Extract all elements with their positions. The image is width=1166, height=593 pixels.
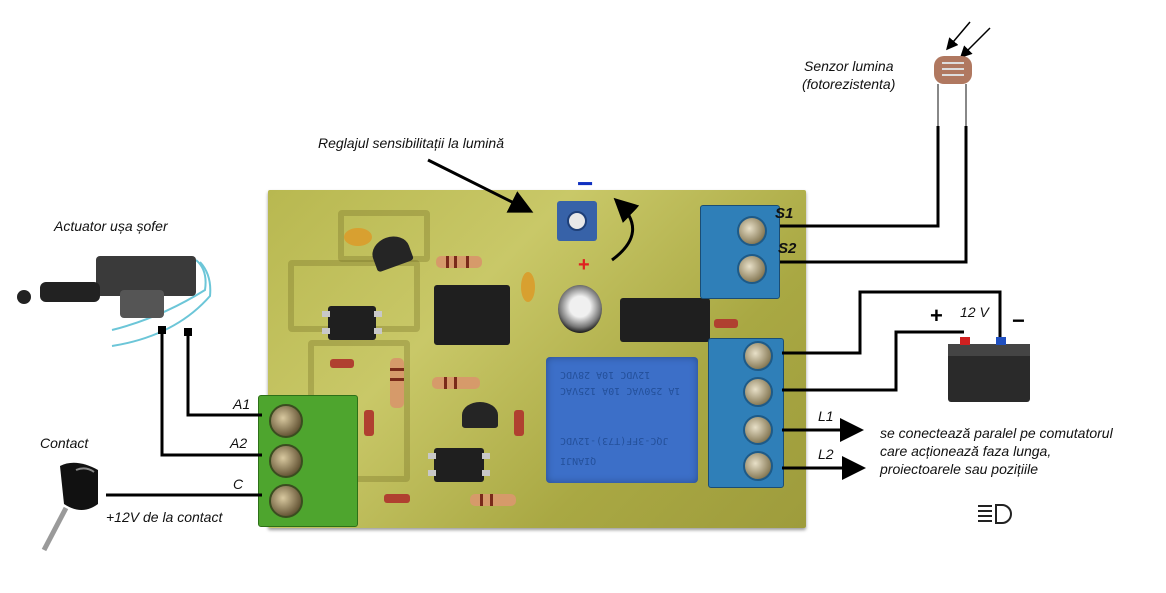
terminal-label-a1: A1 bbox=[233, 396, 251, 412]
car-key-icon bbox=[41, 462, 98, 552]
battery-wires bbox=[782, 290, 1002, 392]
battery-voltage-label: 12 V bbox=[960, 304, 989, 320]
sensitivity-adjust-label: Reglajul sensibilitații la lumină bbox=[318, 135, 504, 151]
resistor bbox=[436, 256, 482, 268]
rotation-arrow-icon bbox=[611, 197, 640, 262]
terminal-block-sensor bbox=[700, 205, 780, 299]
terminal-label-c: C bbox=[233, 476, 244, 492]
diode bbox=[714, 319, 738, 328]
light-sensor-sublabel: (fotorezistenta) bbox=[802, 76, 896, 92]
sensitivity-potentiometer[interactable] bbox=[557, 201, 597, 241]
ceramic-capacitor bbox=[521, 272, 535, 302]
diode bbox=[330, 359, 354, 368]
electrolytic-capacitor bbox=[558, 285, 602, 333]
voltage-regulator bbox=[620, 298, 710, 342]
high-beam-headlight-icon bbox=[978, 504, 1012, 524]
terminal-screw-s1[interactable] bbox=[737, 216, 767, 246]
sensor-wires bbox=[780, 126, 968, 264]
terminal-label-s2: S2 bbox=[778, 240, 797, 257]
optocoupler bbox=[322, 306, 382, 340]
relay: QIANJI JQC-3FF(T73)-12VDC 1A 250VAC 10A … bbox=[546, 357, 698, 483]
resistor bbox=[432, 377, 480, 389]
terminal-screw-a1[interactable] bbox=[269, 404, 303, 438]
diode bbox=[364, 410, 374, 436]
transistor bbox=[462, 402, 498, 428]
terminal-block-input bbox=[258, 395, 358, 527]
door-lock-actuator-icon bbox=[17, 256, 212, 347]
diode bbox=[514, 410, 524, 436]
pot-minus-sign: − bbox=[577, 168, 594, 199]
terminal-screw-c[interactable] bbox=[269, 484, 303, 518]
battery-plus-sign: + bbox=[930, 303, 943, 328]
terminal-screw-power-neg[interactable] bbox=[743, 341, 773, 371]
ceramic-capacitor bbox=[344, 228, 372, 246]
diode bbox=[384, 494, 410, 503]
input-wires bbox=[106, 330, 262, 497]
terminal-label-l2: L2 bbox=[818, 446, 834, 462]
potentiometer-knob[interactable] bbox=[567, 211, 587, 231]
terminal-block-output bbox=[708, 338, 784, 488]
photoresistor-icon bbox=[934, 21, 991, 126]
terminal-screw-power-pos[interactable] bbox=[743, 377, 773, 407]
pot-plus-sign: + bbox=[578, 254, 590, 276]
actuator-label: Actuator ușa șofer bbox=[54, 218, 168, 234]
resistor bbox=[390, 358, 404, 408]
sensitivity-pointer-arrow bbox=[427, 158, 534, 213]
battery-minus-sign: − bbox=[1012, 308, 1025, 333]
optocoupler bbox=[428, 448, 490, 482]
terminal-screw-l1[interactable] bbox=[743, 415, 773, 445]
terminal-label-l1: L1 bbox=[818, 408, 834, 424]
light-sensor-label: Senzor lumina bbox=[804, 58, 894, 74]
terminal-screw-l2[interactable] bbox=[743, 451, 773, 481]
output-note-line3: proiectoarele sau pozițiile bbox=[880, 461, 1038, 477]
car-battery-icon bbox=[948, 337, 1030, 402]
ic-dip8 bbox=[434, 285, 510, 345]
contact-label: Contact bbox=[40, 435, 89, 451]
terminal-screw-s2[interactable] bbox=[737, 254, 767, 284]
terminal-label-s1: S1 bbox=[775, 205, 794, 222]
terminal-screw-a2[interactable] bbox=[269, 444, 303, 478]
output-note-line2: care acționează faza lunga, bbox=[880, 443, 1052, 459]
terminal-label-a2: A2 bbox=[230, 435, 248, 451]
contact-power-label: +12V de la contact bbox=[106, 509, 223, 525]
output-note-line1: se conectează paralel pe comutatorul bbox=[880, 425, 1113, 441]
resistor bbox=[470, 494, 516, 506]
